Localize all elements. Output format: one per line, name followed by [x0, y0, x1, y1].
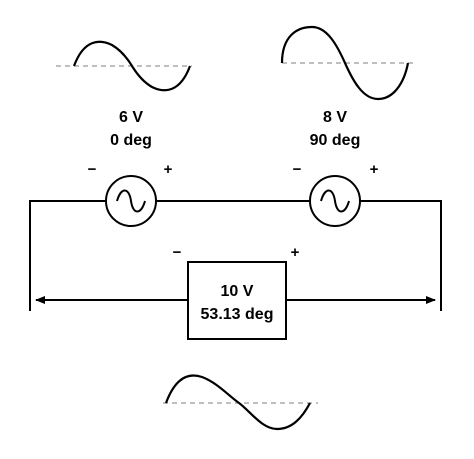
waveform-total-curve: [164, 374, 311, 431]
source1-plus-sign: +: [164, 161, 173, 178]
source2-phase-label: 90 deg: [310, 132, 361, 149]
source1-phase-label: 0 deg: [110, 132, 152, 149]
source1-voltage-label: 6 V: [119, 109, 143, 126]
total-phase-label: 53.13 deg: [201, 306, 274, 323]
ac-source-2-icon: [309, 175, 361, 227]
waveform-source1: [56, 40, 192, 92]
total-minus-sign: −: [173, 244, 182, 261]
source2-plus-sign: +: [370, 161, 379, 178]
total-plus-sign: +: [291, 244, 300, 261]
total-voltage-box: [187, 261, 287, 340]
circuit-wires: [29, 200, 442, 311]
source2-voltage-label: 8 V: [323, 109, 347, 126]
waveform-source2: [280, 25, 415, 101]
right-wire: [360, 200, 442, 311]
waveform-total: [163, 374, 318, 431]
source1-minus-sign: −: [88, 161, 97, 178]
source2-minus-sign: −: [293, 161, 302, 178]
total-voltage-label: 10 V: [221, 283, 254, 300]
left-wire: [29, 200, 106, 311]
waveform-source1-curve: [72, 40, 192, 92]
waveform-source2-curve: [280, 25, 410, 101]
ac-source-1-icon: [105, 175, 157, 227]
